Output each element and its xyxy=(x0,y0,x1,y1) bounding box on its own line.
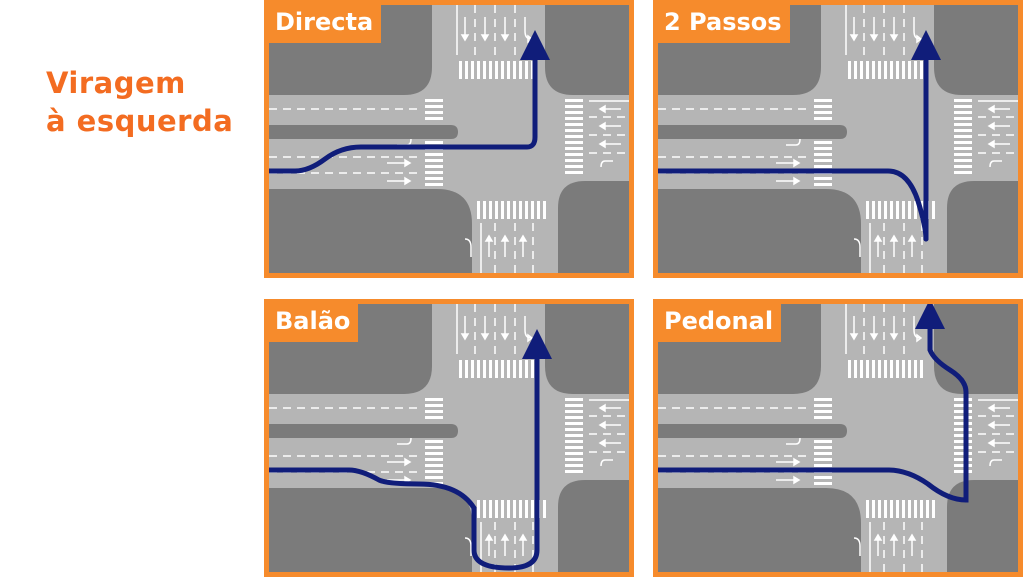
panel-label-balao: Balão xyxy=(269,304,359,342)
route-balao xyxy=(269,329,552,571)
panel-balao: Balão xyxy=(264,299,634,577)
panel-dois-passos: 2 Passos xyxy=(653,0,1023,278)
intersection-diagram-directa xyxy=(269,5,629,273)
panel-directa: Directa xyxy=(264,0,634,278)
intersection-diagram-balao xyxy=(269,304,629,572)
main-title-line-1: Viragem xyxy=(46,66,186,100)
panel-label-pedonal: Pedonal xyxy=(658,304,782,342)
main-title-line-2: à esquerda xyxy=(46,104,234,138)
intersection-diagram-dois-passos xyxy=(658,5,1018,273)
panel-label-dois-passos: 2 Passos xyxy=(658,5,790,43)
route-directa xyxy=(269,30,550,174)
intersection-diagram-pedonal xyxy=(658,304,1018,572)
main-title: Viragem à esquerda xyxy=(46,64,233,140)
route-pedonal xyxy=(658,304,969,503)
panel-label-directa: Directa xyxy=(269,5,382,43)
panel-pedonal: Pedonal xyxy=(653,299,1023,577)
